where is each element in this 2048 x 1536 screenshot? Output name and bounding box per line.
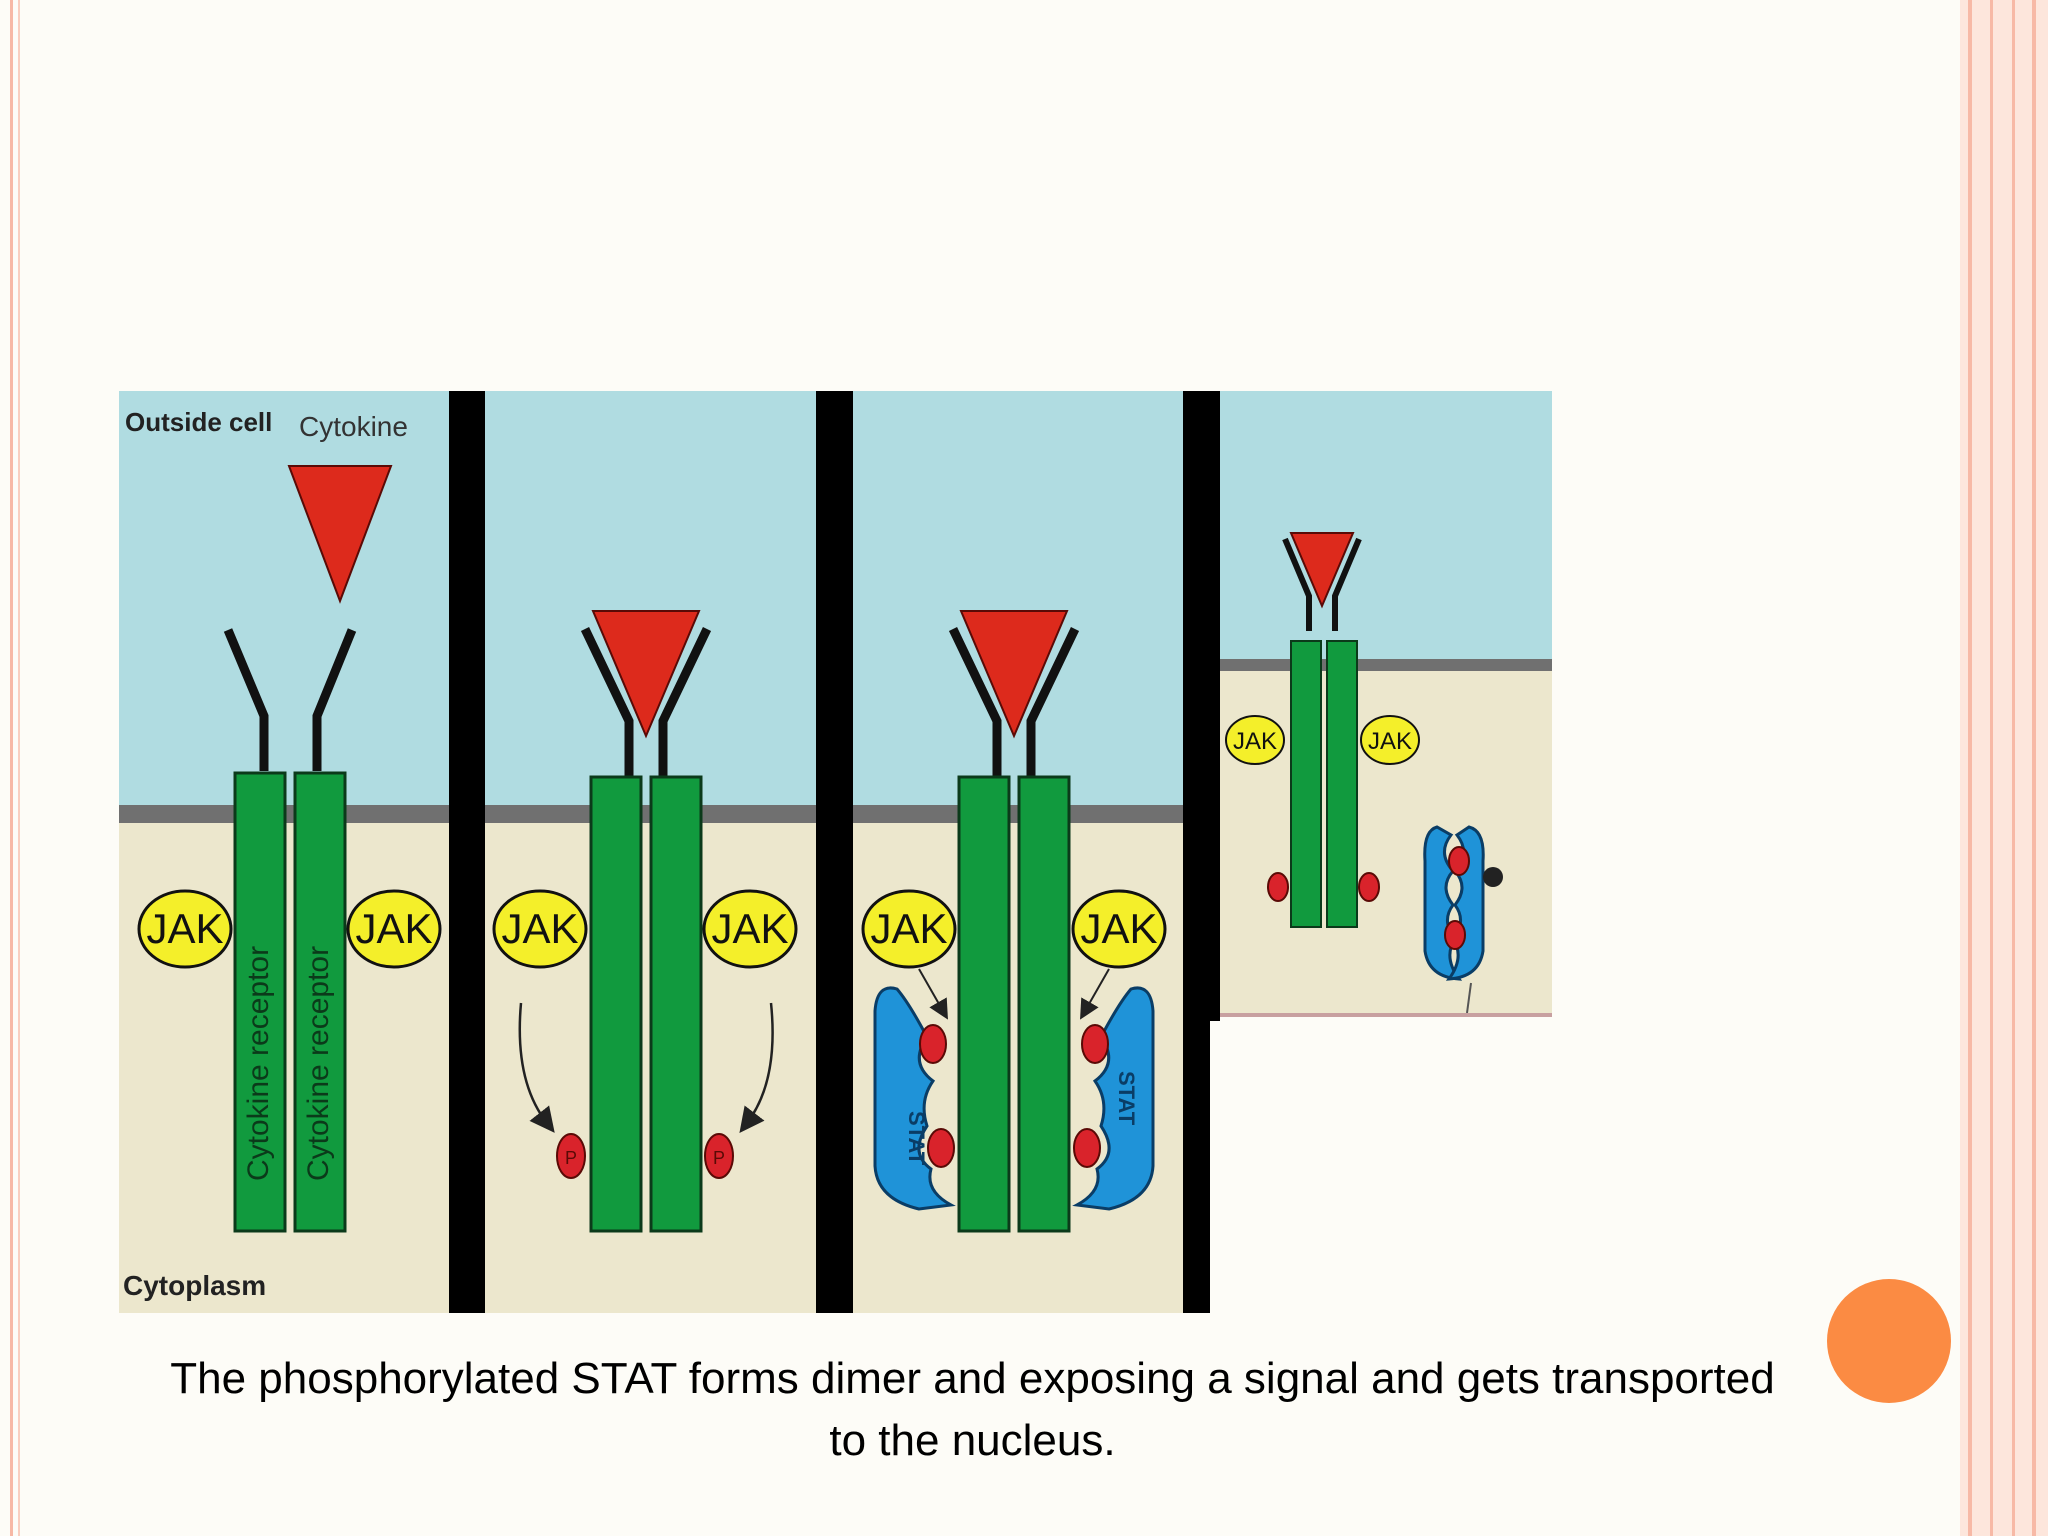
jak-protein: [861, 889, 957, 969]
cytokine-receptor-left: [1290, 640, 1322, 928]
jak-label: JAK: [1080, 905, 1157, 952]
outside-cell-label: Outside cell: [125, 407, 272, 437]
jak-protein: [137, 889, 233, 969]
panel-4: JAK JAK: [1210, 391, 1552, 1313]
panel-divider: [449, 391, 485, 1313]
cytokine-ligand: [1289, 532, 1355, 609]
phosphate-label: P: [713, 1148, 725, 1168]
jak-stat-diagram: Outside cell Cytokine Cytokine receptor …: [119, 391, 1552, 1313]
cytokine-receptor-left: [589, 775, 643, 1233]
phosphate-label: P: [565, 1148, 577, 1168]
cytokine-ligand: [591, 610, 701, 739]
stat-label: STAT: [904, 1111, 929, 1166]
cytokine-receptor-left: [957, 775, 1011, 1233]
phosphate-group: [1073, 1128, 1101, 1168]
stat-label: STAT: [1114, 1071, 1139, 1126]
jak-label: JAK: [1233, 728, 1277, 755]
panel-3: JAK JAK STAT STAT: [853, 391, 1183, 1313]
phosphorylation-arrow: [739, 1002, 774, 1133]
cytokine-receptor-left: [233, 771, 287, 1233]
phosphorylation-arrow: [518, 1002, 555, 1133]
jak-protein: [702, 889, 798, 969]
jak-label: JAK: [1368, 728, 1412, 755]
cytokine-receptor-right: [1017, 775, 1071, 1233]
jak-label: JAK: [711, 905, 788, 952]
jak-label: JAK: [146, 905, 223, 952]
receptor-label-right: Cytokine receptor: [302, 946, 335, 1181]
cytokine-receptor-right: [649, 775, 703, 1233]
jak-label: JAK: [870, 905, 947, 952]
cell-membrane: [1220, 659, 1552, 671]
accent-dot: [1827, 1279, 1951, 1403]
phosphate-group: [1358, 872, 1380, 902]
phosphate-group: [1267, 872, 1289, 902]
cytokine-label: Cytokine: [299, 411, 408, 442]
jak-protein: [1071, 889, 1167, 969]
phosphate-group: [1448, 846, 1470, 876]
jak-protein: [346, 889, 442, 969]
cytokine-ligand: [959, 610, 1069, 739]
jak-label: JAK: [501, 905, 578, 952]
phosphate-group: [919, 1024, 947, 1064]
phosphate-group: [927, 1128, 955, 1168]
panel-2: JAK JAK P P: [485, 391, 816, 1313]
slide-frame-left: [10, 0, 13, 1536]
phosphate-group: [704, 1133, 734, 1179]
cytokine-receptor-right: [293, 771, 347, 1233]
jak-protein: [1360, 715, 1420, 765]
cytoplasm-label: Cytoplasm: [123, 1270, 266, 1301]
cytokine-receptor-right: [1326, 640, 1358, 928]
phosphate-group: [1081, 1024, 1109, 1064]
phosphate-group: [1444, 920, 1466, 950]
slide-caption: The phosphorylated STAT forms dimer and …: [170, 1354, 1775, 1465]
jak-label: JAK: [355, 905, 432, 952]
phosphate-group: [556, 1133, 586, 1179]
slide-frame-left-inner: [18, 0, 20, 1536]
jak-protein: [1225, 715, 1285, 765]
cytokine-ligand: [287, 465, 393, 604]
receptor-label-left: Cytokine receptor: [242, 946, 275, 1181]
jak-protein: [492, 889, 588, 969]
panel-1: Outside cell Cytokine Cytokine receptor …: [119, 391, 449, 1313]
slide-frame-right: [1960, 0, 2048, 1536]
panel-divider: [816, 391, 853, 1313]
